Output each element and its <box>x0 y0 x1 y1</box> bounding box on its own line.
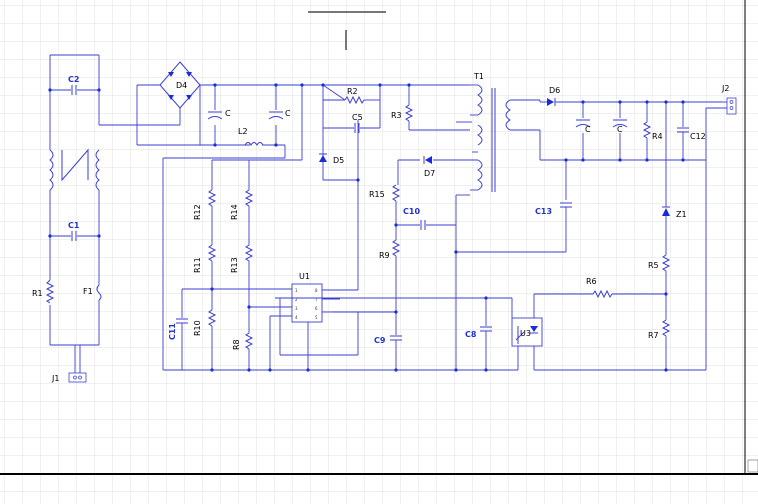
resistor-r14[interactable]: R14 <box>230 189 254 245</box>
label-r14: R14 <box>230 204 239 220</box>
junction-dots <box>48 83 685 372</box>
label-r15: R15 <box>369 190 385 199</box>
resistor-r6[interactable]: R6 <box>534 277 666 299</box>
svg-text:8: 8 <box>315 288 318 293</box>
label-c5: C5 <box>352 113 363 122</box>
fuse-f1[interactable]: F1 <box>83 284 102 301</box>
capacitor-c1[interactable]: C1 <box>50 221 99 241</box>
label-c8: C8 <box>465 330 477 339</box>
label-c10: C10 <box>403 207 420 216</box>
capacitor-c3[interactable]: C <box>207 109 231 120</box>
svg-text:2: 2 <box>295 297 298 302</box>
svg-text:3: 3 <box>295 306 298 311</box>
label-d5: D5 <box>333 156 344 165</box>
label-r12: R12 <box>193 204 202 220</box>
label-c6: C <box>585 125 591 134</box>
capacitor-c8[interactable]: C8 <box>465 298 492 370</box>
bus-wires-primary <box>162 84 518 371</box>
resistor-r1[interactable]: R1 <box>32 279 55 304</box>
label-j1: J1 <box>51 374 59 383</box>
label-f1: F1 <box>83 287 93 296</box>
label-r7: R7 <box>648 331 659 340</box>
label-r10: R10 <box>193 320 202 336</box>
resistor-r3[interactable]: R3 <box>391 85 470 131</box>
capacitor-c5[interactable]: C5 <box>323 113 380 133</box>
label-r13: R13 <box>230 257 239 273</box>
resistor-r10[interactable]: R10 <box>193 309 217 370</box>
capacitor-c6[interactable]: C <box>575 119 591 134</box>
svg-text:7: 7 <box>315 297 318 302</box>
svg-text:4: 4 <box>295 315 298 320</box>
label-r11: R11 <box>193 257 202 273</box>
svg-text:1: 1 <box>295 288 298 293</box>
resistor-r2[interactable]: R2 <box>323 85 381 128</box>
label-r8: R8 <box>232 339 241 350</box>
label-z1: Z1 <box>676 210 687 219</box>
bridge-rectifier-d4[interactable]: D4 <box>136 61 250 146</box>
bus-wires-secondary <box>539 101 730 370</box>
label-c3: C <box>225 109 231 118</box>
label-c7: C <box>617 125 623 134</box>
label-r9: R9 <box>379 251 390 260</box>
optocoupler-u3[interactable]: U3 <box>511 294 706 371</box>
label-c9: C9 <box>374 336 386 345</box>
label-t1: T1 <box>473 72 484 81</box>
transformer-t1[interactable]: T1 <box>456 72 541 192</box>
label-d7: D7 <box>424 169 435 178</box>
capacitor-c4[interactable]: C <box>268 109 291 120</box>
connector-j1[interactable]: J1 <box>51 372 87 383</box>
label-r1: R1 <box>32 289 43 298</box>
diode-d7[interactable]: D7 <box>397 156 478 185</box>
capacitor-c10[interactable]: C10 <box>396 194 470 370</box>
crosshair-cursor <box>308 11 386 50</box>
title-block-corner <box>747 459 758 473</box>
resistor-r9[interactable]: R9 <box>332 239 401 335</box>
label-r5: R5 <box>648 261 659 270</box>
diode-d5[interactable]: D5 <box>319 120 359 290</box>
ic-u1[interactable]: 1 2 3 4 8 7 6 5 U1 <box>212 272 513 370</box>
label-c4: C <box>285 109 291 118</box>
label-c13: C13 <box>535 207 552 216</box>
label-u1: U1 <box>299 272 310 281</box>
capacitor-c11[interactable]: C11 <box>168 288 212 370</box>
zener-z1[interactable]: Z1 <box>662 102 687 255</box>
resistor-r4[interactable]: R4 <box>642 102 663 160</box>
label-r2: R2 <box>347 87 358 96</box>
resistor-r8[interactable]: R8 <box>232 332 254 370</box>
label-c1: C1 <box>68 221 80 230</box>
capacitor-c13[interactable]: C13 <box>456 202 572 253</box>
resistor-r11[interactable]: R11 <box>193 244 217 310</box>
resistor-r12[interactable]: R12 <box>193 189 217 245</box>
label-u3: U3 <box>520 329 531 338</box>
label-c12: C12 <box>690 132 706 141</box>
inductor-l1[interactable] <box>49 148 100 191</box>
label-c2: C2 <box>68 75 79 84</box>
capacitor-c2[interactable]: C2 <box>50 75 99 95</box>
connector-j2[interactable]: J2 <box>721 84 737 115</box>
resistor-r15[interactable]: R15 <box>369 184 401 240</box>
label-j2: J2 <box>721 84 729 93</box>
label-r6: R6 <box>586 277 597 286</box>
capacitor-c9[interactable]: C9 <box>374 335 402 370</box>
label-l2: L2 <box>238 127 248 136</box>
svg-text:5: 5 <box>315 315 318 320</box>
resistor-r7[interactable]: R7 <box>648 319 671 370</box>
label-r3: R3 <box>391 111 402 120</box>
resistor-r13[interactable]: R13 <box>230 244 254 333</box>
label-d6: D6 <box>549 86 560 95</box>
label-d4: D4 <box>176 81 187 90</box>
svg-text:6: 6 <box>315 306 318 311</box>
capacitor-c12[interactable]: C12 <box>677 102 706 160</box>
inductor-l2[interactable]: L2 <box>238 127 264 146</box>
label-c11: C11 <box>168 323 177 340</box>
label-r4: R4 <box>652 132 663 141</box>
capacitor-c7[interactable]: C <box>612 119 628 134</box>
